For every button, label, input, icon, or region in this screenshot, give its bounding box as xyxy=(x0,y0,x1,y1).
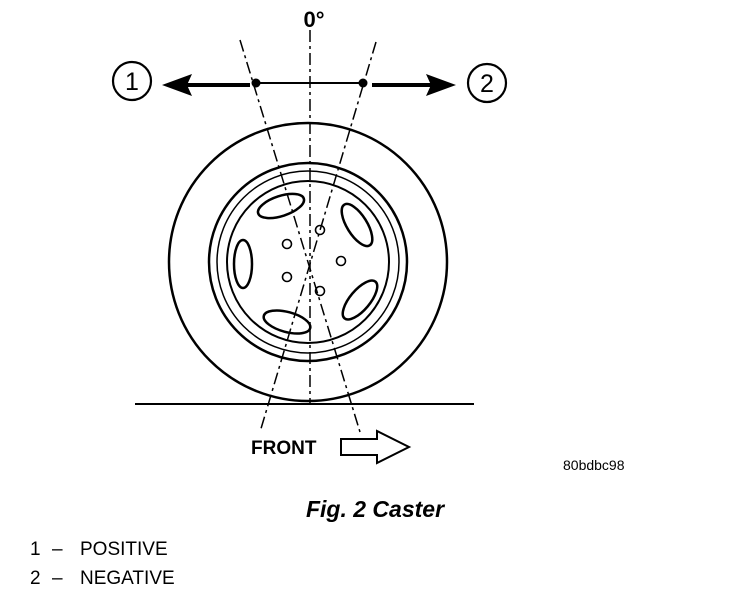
legend: 1–POSITIVE 2–NEGATIVE xyxy=(30,535,175,593)
vent-lower-right xyxy=(341,279,379,321)
zero-degree-label: 0° xyxy=(303,7,324,32)
positive-arrow xyxy=(162,74,250,96)
vent-top xyxy=(256,192,306,220)
wheel-vents xyxy=(232,192,379,335)
legend-separator: – xyxy=(52,568,63,589)
marker-positive-label: 1 xyxy=(125,68,139,96)
positive-caster-line xyxy=(239,39,361,433)
lug-nut xyxy=(281,238,293,250)
wheel-disc xyxy=(226,180,390,344)
front-arrow xyxy=(340,429,412,465)
marker-negative-label: 2 xyxy=(480,70,494,98)
tilt-point-negative xyxy=(358,78,368,88)
vent-upper-right xyxy=(340,202,374,248)
lug-nuts xyxy=(281,224,347,297)
negative-arrow xyxy=(372,74,456,96)
tilt-point-positive xyxy=(251,78,261,88)
lug-nut xyxy=(335,255,347,267)
lug-nut xyxy=(281,271,293,283)
figure-caption: Fig. 2 Caster xyxy=(305,496,445,522)
marker-negative: 2 xyxy=(466,62,508,104)
front-label: FRONT xyxy=(251,438,317,459)
legend-item-negative: 2–NEGATIVE xyxy=(30,564,175,593)
marker-positive: 1 xyxy=(111,60,153,102)
vent-bottom xyxy=(262,309,312,335)
rim-inner xyxy=(216,170,400,354)
legend-number: 2 xyxy=(30,568,41,589)
lug-nut xyxy=(314,224,326,236)
legend-text: NEGATIVE xyxy=(80,568,175,589)
vent-left xyxy=(232,238,254,290)
figure-code: 80bdbc98 xyxy=(563,457,625,473)
tire-outer xyxy=(167,121,449,403)
legend-number: 1 xyxy=(30,539,41,560)
legend-item-positive: 1–POSITIVE xyxy=(30,535,175,564)
legend-separator: – xyxy=(52,539,63,560)
rim-outer xyxy=(207,161,409,363)
legend-text: POSITIVE xyxy=(80,539,168,560)
negative-caster-line xyxy=(259,41,377,433)
